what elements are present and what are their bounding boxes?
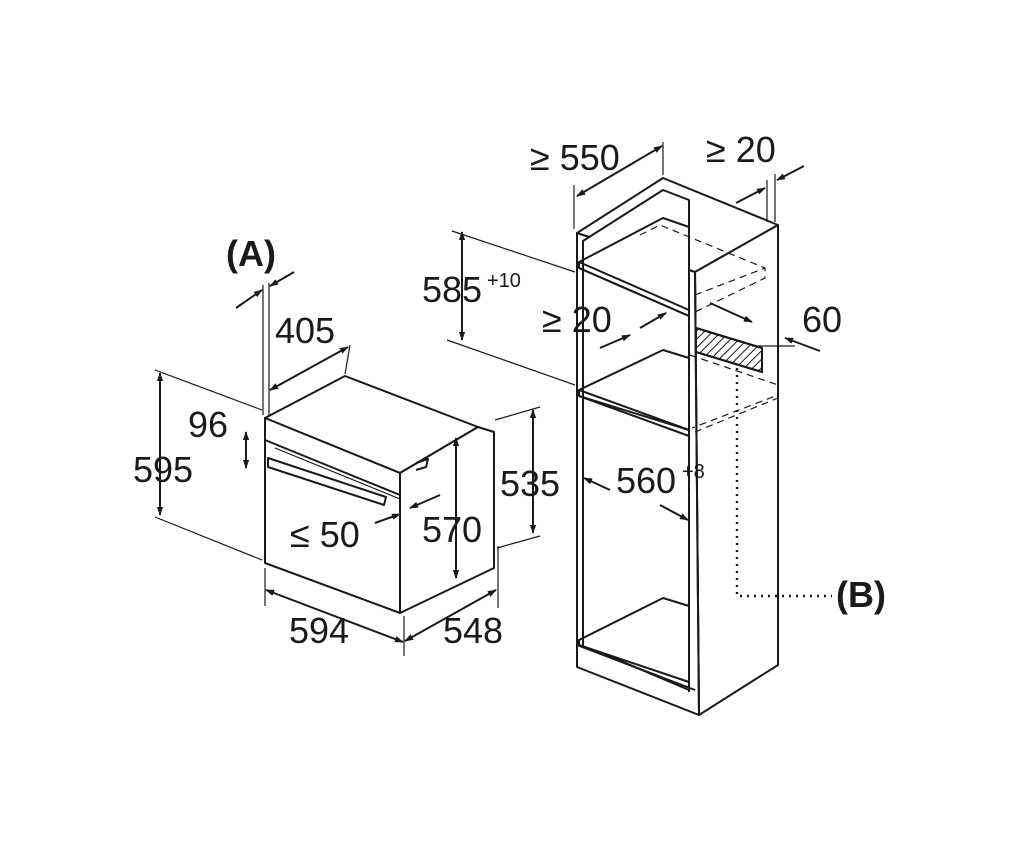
dim-405-label: 405 bbox=[275, 310, 335, 351]
dim-560-tolerance: +8 bbox=[682, 461, 705, 483]
dim-585-tolerance: +10 bbox=[487, 270, 521, 292]
dim-50-arrow-left bbox=[374, 513, 401, 524]
dim-548-arrow bbox=[404, 589, 497, 642]
oven-panel-line bbox=[264, 439, 401, 496]
oven bbox=[264, 375, 495, 614]
tall-cabinet bbox=[576, 177, 779, 716]
dim-20mid-arrow-up bbox=[639, 312, 667, 329]
dim-548-label: 548 bbox=[443, 610, 503, 651]
dim-a-arrow-left bbox=[235, 289, 263, 309]
hidden-lines bbox=[639, 224, 779, 433]
dim-20mid-arrow-down bbox=[599, 334, 631, 349]
cabinet-right-side bbox=[694, 224, 779, 716]
oven-handle bbox=[267, 457, 387, 506]
dim-594-arrow bbox=[265, 589, 404, 643]
dim-20top-label: ≥ 20 bbox=[706, 129, 776, 170]
dim-20top-arrow-left bbox=[735, 187, 766, 204]
dim-60-label: 60 bbox=[802, 299, 842, 340]
dim-20top-arrow-right bbox=[776, 165, 805, 181]
dim-550-arrow bbox=[576, 145, 663, 197]
dim-550-label: ≥ 550 bbox=[530, 137, 620, 178]
oven-knob bbox=[415, 458, 429, 471]
dim-560-arrow-right bbox=[659, 504, 689, 521]
dim-50-label: ≤ 50 bbox=[290, 514, 360, 555]
dim-535-label: 535 bbox=[500, 463, 560, 504]
dim-60-arrow-right bbox=[784, 337, 821, 352]
cabinet-extension-lines bbox=[446, 142, 795, 386]
dim-594-label: 594 bbox=[289, 610, 349, 651]
dim-560-arrow-left bbox=[583, 477, 611, 491]
oven-panel-line-inner bbox=[274, 447, 401, 500]
dim-585-label: 585 bbox=[422, 269, 482, 310]
dim-50-arrow-right bbox=[409, 494, 441, 509]
label-b: (B) bbox=[836, 574, 886, 615]
cabinet-dimension-arrows bbox=[458, 145, 821, 521]
dim-a-arrow-right bbox=[269, 271, 295, 287]
dim-20mid-label: ≥ 20 bbox=[542, 299, 612, 340]
label-a: (A) bbox=[226, 233, 276, 274]
dim-560-label: 560 bbox=[616, 460, 676, 501]
dimension-labels: (A) 405 96 595 ≤ 50 570 535 594 548 ≥ 55… bbox=[133, 129, 886, 651]
oven-dimension-arrows bbox=[156, 271, 537, 643]
dim-570-label: 570 bbox=[422, 509, 482, 550]
dim-60-arrow-left bbox=[709, 302, 753, 323]
dim-405-arrow bbox=[269, 346, 349, 391]
dim-595-label: 595 bbox=[133, 449, 193, 490]
dim-96-label: 96 bbox=[188, 404, 228, 445]
